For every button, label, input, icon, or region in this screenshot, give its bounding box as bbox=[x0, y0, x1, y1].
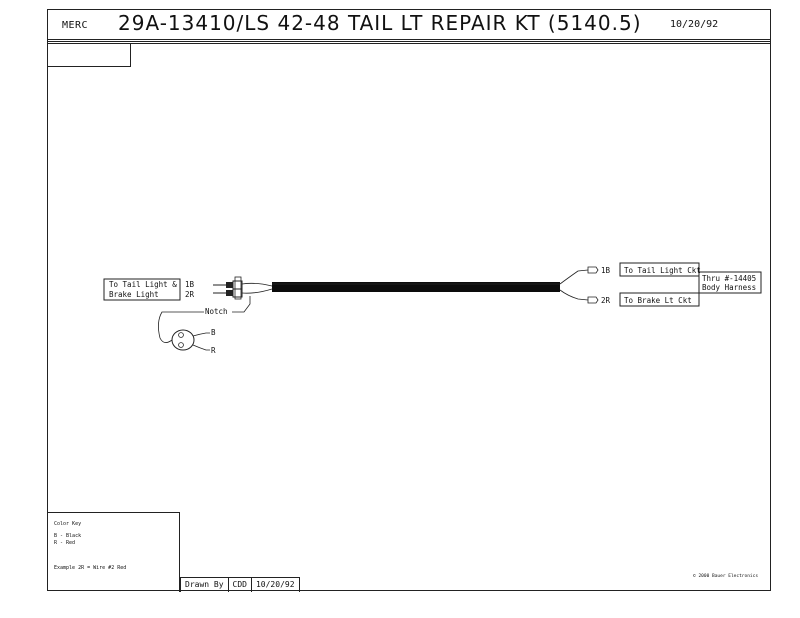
color-key-entry: B - Black bbox=[54, 533, 82, 539]
tail-light-target-box bbox=[619, 262, 700, 277]
socket-pin-r: R bbox=[211, 346, 216, 355]
notch-pointer bbox=[158, 311, 204, 343]
harness-note-line1: Thru #-14405 bbox=[702, 274, 756, 283]
color-key-entry: R - Red bbox=[54, 540, 76, 546]
harness-note-line2: Body Harness bbox=[702, 283, 756, 292]
notes-box bbox=[48, 44, 131, 67]
harness-note-box bbox=[698, 271, 762, 294]
title-divider bbox=[48, 43, 770, 44]
wire-2r-right bbox=[559, 289, 589, 301]
wire-2r-left bbox=[241, 288, 273, 294]
cable-jacket bbox=[272, 282, 560, 292]
title-block: Drawn By CDD 10/20/92 bbox=[180, 577, 300, 592]
title-divider bbox=[48, 41, 770, 42]
brake-light-target-box bbox=[619, 292, 700, 307]
color-key-title: Color Key bbox=[54, 521, 82, 527]
notch-leader bbox=[232, 296, 251, 313]
wire-code-2r-right: 2R bbox=[601, 296, 611, 305]
left-terminals-icon bbox=[213, 276, 243, 300]
socket-pin-r-lead bbox=[192, 344, 210, 351]
wire-1b-left bbox=[241, 282, 273, 287]
socket-icon bbox=[171, 329, 195, 351]
wire-1b-right bbox=[559, 269, 589, 285]
drawn-date: 10/20/92 bbox=[252, 578, 300, 592]
left-label-box bbox=[103, 278, 181, 301]
socket-pin-b: B bbox=[211, 328, 216, 337]
vehicle-make: MERC bbox=[62, 20, 89, 31]
copyright-note: © 2000 Bauer Electronics bbox=[693, 574, 759, 579]
page-title: 29A-13410/LS 42-48 TAIL LT REPAIR KT (51… bbox=[118, 11, 642, 35]
copyright-icon: © bbox=[693, 574, 696, 579]
left-label-line2: Brake Light bbox=[109, 290, 159, 299]
color-key-example: Example 2R = Wire #2 Red bbox=[54, 565, 127, 571]
notch-label: Notch bbox=[205, 307, 228, 316]
left-label-line1: To Tail Light & bbox=[109, 280, 177, 289]
drawing-sheet: MERC 29A-13410/LS 42-48 TAIL LT REPAIR K… bbox=[47, 9, 771, 592]
tail-light-target: To Tail Light Ckt bbox=[624, 266, 701, 275]
brake-light-target: To Brake Lt Ckt bbox=[624, 296, 692, 305]
drawn-by-label: Drawn By bbox=[180, 578, 229, 592]
color-key-box: Color Key B - Black R - Red Example 2R =… bbox=[48, 512, 180, 592]
wire-code-1b-left: 1B bbox=[185, 280, 195, 289]
drawn-by-value: CDD bbox=[229, 578, 252, 592]
title-bar: MERC 29A-13410/LS 42-48 TAIL LT REPAIR K… bbox=[48, 10, 770, 40]
wire-code-1b-right: 1B bbox=[601, 266, 611, 275]
socket-pin-b-lead bbox=[192, 332, 210, 337]
header-date: 10/20/92 bbox=[670, 19, 719, 30]
right-terminal-icon bbox=[587, 266, 599, 304]
wire-code-2r-left: 2R bbox=[185, 290, 195, 299]
